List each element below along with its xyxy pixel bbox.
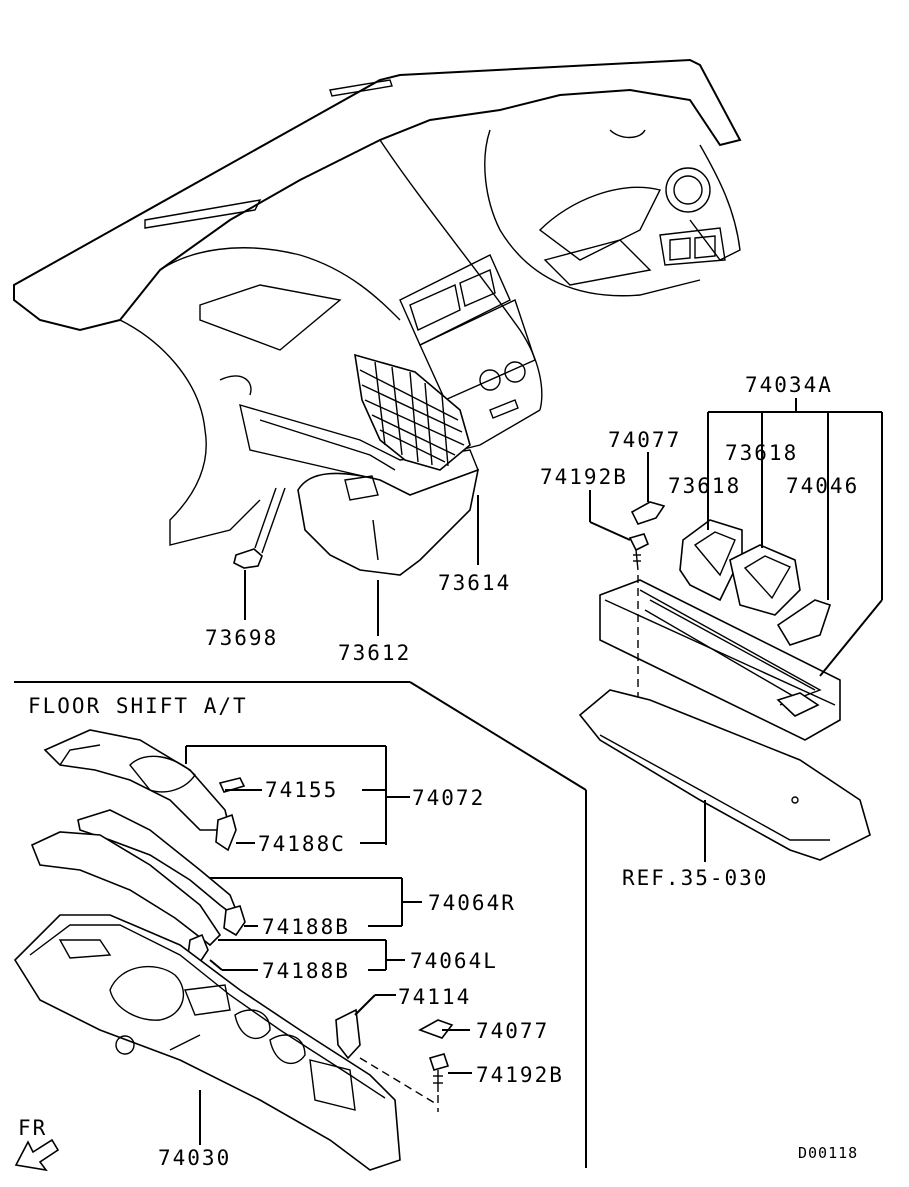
leader-lines-console [185,745,472,1145]
label-74188B-b: 74188B [262,959,350,983]
label-74114: 74114 [398,985,471,1009]
leader-lines-top [244,495,479,636]
label-74077-top: 74077 [608,428,681,452]
console-illustration [13,729,454,1171]
image-code: D00118 [798,1144,858,1162]
dashboard-illustration [13,58,742,576]
tray-assembly [578,501,871,861]
label-ref-35-030: REF.35-030 [622,866,768,890]
label-74064L: 74064L [410,949,498,973]
floor-shift-frame [14,681,587,1168]
label-74034A: 74034A [745,373,833,397]
label-74192B-top: 74192B [540,465,628,489]
label-74188B-a: 74188B [262,915,350,939]
label-73612: 73612 [338,641,411,665]
front-direction-arrow-icon [14,1138,60,1172]
section-title: FLOOR SHIFT A/T [28,694,248,718]
label-74072: 74072 [412,786,485,810]
label-73618-b: 73618 [668,474,741,498]
label-74077-bottom: 74077 [476,1019,549,1043]
label-74046: 74046 [786,474,859,498]
label-73698: 73698 [205,626,278,650]
label-74192B-bottom: 74192B [476,1063,564,1087]
label-74155: 74155 [265,778,338,802]
label-73618-a: 73618 [725,441,798,465]
label-74064R: 74064R [428,891,516,915]
label-73614: 73614 [438,571,511,595]
label-74030: 74030 [158,1146,231,1170]
label-74188C: 74188C [258,832,346,856]
direction-label: FR [18,1116,47,1140]
leader-lines-right [589,398,883,862]
